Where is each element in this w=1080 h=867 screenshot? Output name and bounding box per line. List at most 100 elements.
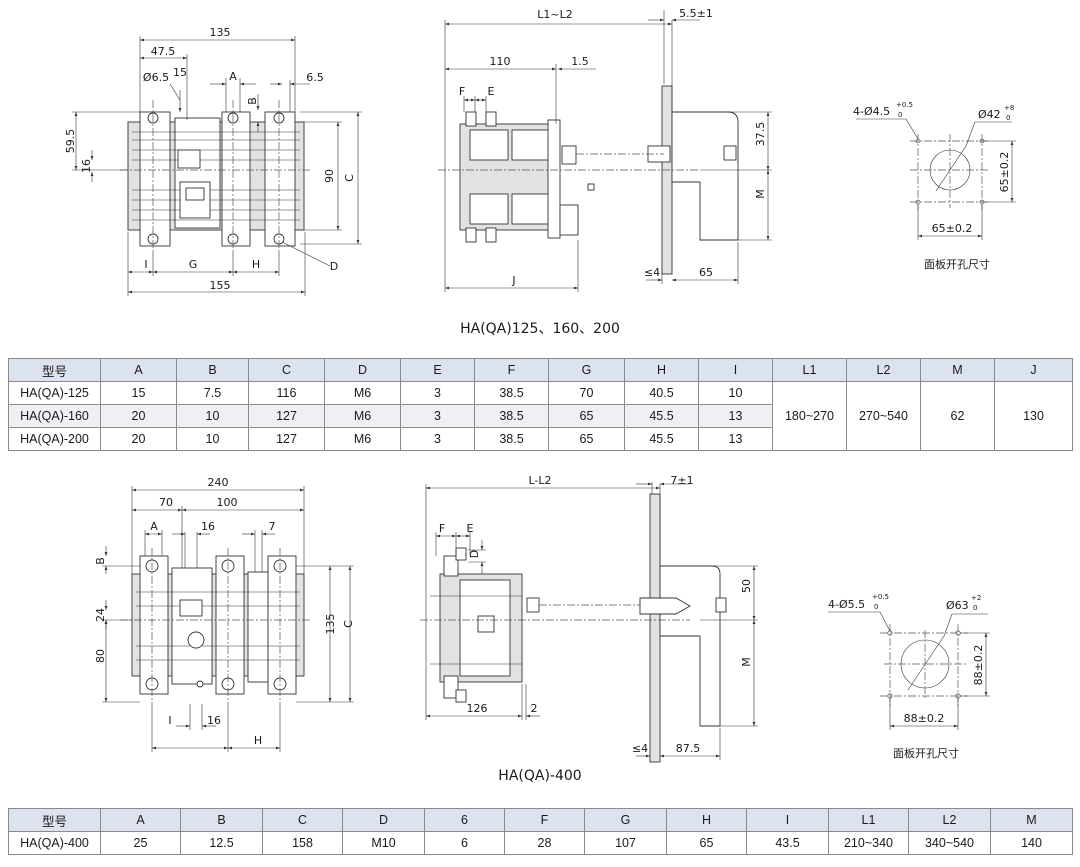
dim-G: G (189, 258, 198, 271)
dim-50: 50 (740, 579, 753, 593)
table-cell: 12.5 (180, 831, 263, 855)
header-cell: 6 (424, 808, 505, 832)
dim-5-5: 5.5±1 (679, 7, 713, 20)
cutout-v-dim: 65±0.2 (998, 152, 1011, 193)
table-row: HA(QA)-400 25 12.5 158 M10 6 28 107 65 4… (8, 831, 1073, 855)
header-cell: G (584, 808, 667, 832)
table-cell: 43.5 (746, 831, 829, 855)
dim-135: 135 (324, 614, 337, 635)
bore-label: Ø42 (978, 108, 1001, 121)
hole-tol-upper: +0.5 (872, 593, 889, 601)
dim-110: 110 (490, 55, 511, 68)
table-cell: HA(QA)-160 (8, 404, 101, 428)
cutout-h-dim: 88±0.2 (904, 712, 945, 725)
table-cell: 3 (400, 427, 475, 451)
table-header-row: 型号 A B C D 6 F G H I L1 L2 M (8, 808, 1073, 832)
table-row: HA(QA)-125 15 7.5 116 M6 3 38.5 70 40.5 … (8, 381, 1073, 451)
dim-le4: ≤4 (644, 266, 660, 279)
dim-37-5: 37.5 (754, 122, 767, 147)
table-cell: 45.5 (624, 404, 699, 428)
table-cell: 340~540 (908, 831, 991, 855)
table-cell: 65 (548, 427, 625, 451)
table-cell: 38.5 (474, 427, 549, 451)
spec-table-125-200: 型号 A B C D E F G H I L1 L2 M J HA(QA)-12… (8, 358, 1073, 451)
table-cell: 107 (584, 831, 667, 855)
table-cell-J: 130 (994, 381, 1073, 451)
table-cell-L2: 270~540 (846, 381, 921, 451)
table-cell: 3 (400, 381, 475, 405)
dim-D: D (330, 260, 338, 273)
header-cell: F (474, 358, 549, 382)
dim-E: E (488, 85, 495, 98)
table-cell: 70 (548, 381, 625, 405)
dim-65: 65 (699, 266, 713, 279)
dim-A: A (229, 70, 237, 83)
bore-tol-upper: +8 (1004, 104, 1014, 112)
table-cell: 140 (990, 831, 1073, 855)
bore-tol-lower: 0 (973, 604, 977, 612)
dim-16-bottom: 16 (207, 714, 221, 727)
dim-J: J (511, 274, 515, 287)
dim-M: M (740, 657, 753, 667)
dim-B: B (246, 97, 259, 105)
dim-C: C (342, 620, 355, 628)
top-side-view: L1~L2 5.5±1 110 1.5 F E 37.5 M J ≤4 65 (438, 7, 772, 292)
dim-le4: ≤4 (632, 742, 648, 755)
hole-label: 4-Ø4.5 (853, 105, 890, 118)
header-cell: I (698, 358, 773, 382)
hole-label: 4-Ø5.5 (828, 598, 865, 611)
table-cell: 10 (176, 427, 249, 451)
table-cell: 116 (248, 381, 325, 405)
bottom-front-view: 240 70 100 A 16 7 B 24 80 135 C I 16 H (94, 476, 355, 752)
table-cell: 45.5 (624, 427, 699, 451)
table-cell: 40.5 (624, 381, 699, 405)
header-cell: I (746, 808, 829, 832)
cutout-v-dim: 88±0.2 (972, 645, 985, 686)
table-cell: 38.5 (474, 404, 549, 428)
table-cell: M6 (324, 427, 401, 451)
table-cell: 127 (248, 427, 325, 451)
bottom-side-view: L-L2 7±1 F E D 50 M 126 2 ≤4 87.5 (420, 474, 758, 763)
dim-M: M (754, 189, 767, 199)
dim-2: 2 (531, 702, 538, 715)
table-cell: 13 (698, 427, 773, 451)
header-cell: H (624, 358, 699, 382)
table-row: HA(QA)-160 20 10 127 M6 3 38.5 65 45.5 1… (8, 404, 1073, 428)
table-cell: 20 (100, 427, 177, 451)
header-cell: L1 (772, 358, 847, 382)
hole-tol-lower: 0 (898, 111, 902, 119)
cutout-h-dim: 65±0.2 (932, 222, 973, 235)
table-cell: M6 (324, 381, 401, 405)
table-cell: 3 (400, 404, 475, 428)
dim-D: D (468, 550, 481, 558)
header-cell: L1 (828, 808, 909, 832)
bore-label: Ø63 (946, 599, 969, 612)
dim-7: 7 (269, 520, 276, 533)
dim-16: 16 (80, 159, 93, 173)
table-cell: 28 (504, 831, 585, 855)
spec-table-400: 型号 A B C D 6 F G H I L1 L2 M HA(QA)-400 … (8, 808, 1073, 855)
header-cell: C (262, 808, 343, 832)
table-cell-M: 62 (920, 381, 995, 451)
table-cell: 127 (248, 404, 325, 428)
table-cell: 65 (666, 831, 747, 855)
dim-90: 90 (323, 169, 336, 183)
header-cell: E (400, 358, 475, 382)
dim-100: 100 (217, 496, 238, 509)
header-cell: M (990, 808, 1073, 832)
header-cell: D (324, 358, 401, 382)
table-cell: 25 (100, 831, 181, 855)
table-header-row: 型号 A B C D E F G H I L1 L2 M J (8, 358, 1073, 382)
hole-tol-lower: 0 (874, 603, 878, 611)
dim-A: A (150, 520, 158, 533)
dim-H: H (254, 734, 262, 747)
header-cell: M (920, 358, 995, 382)
header-cell: A (100, 358, 177, 382)
dim-L-L2: L-L2 (528, 474, 551, 487)
table-cell: HA(QA)-400 (8, 831, 101, 855)
dim-16-top: 16 (201, 520, 215, 533)
hole-tol-upper: +0.5 (896, 101, 913, 109)
table-row: HA(QA)-200 20 10 127 M6 3 38.5 65 45.5 1… (8, 427, 1073, 451)
dim-126: 126 (467, 702, 488, 715)
